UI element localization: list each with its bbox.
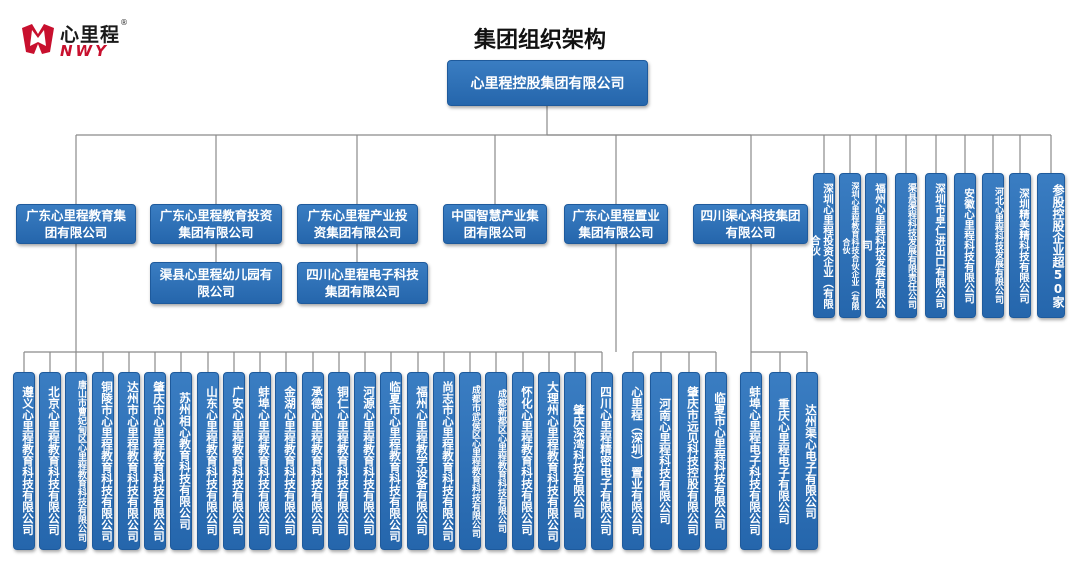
edu-sub-node[interactable]: 尚志市心里程教育科技有限公司	[433, 372, 455, 550]
edu-sub-node[interactable]: 山东心里程教育科技有限公司	[197, 372, 219, 550]
root-company-node[interactable]: 心里程控股集团有限公司	[447, 60, 648, 106]
edu-sub-node[interactable]: 临夏市心里程教育科技有限公司	[380, 372, 402, 550]
sichuan-sub-node[interactable]: 蚌埠心里程电子科技有限公司	[740, 372, 762, 550]
sichuan-sub-node[interactable]: 重庆心里程电子有限公司	[769, 372, 791, 550]
level1-node-edu-invest[interactable]: 广东心里程教育投资集团有限公司	[150, 204, 282, 244]
right-node[interactable]: 河北心里程科技发展有限公司	[982, 173, 1004, 318]
edu-sub-node[interactable]: 福州心里程教学设备有限公司	[407, 372, 429, 550]
edu-sub-node[interactable]: 铜陵市心里程教育科技有限公司	[92, 372, 114, 550]
edu-sub-node[interactable]: 达州市心里程教育科技有限公司	[118, 372, 140, 550]
edu-sub-node[interactable]: 怀化心里程教育科技有限公司	[512, 372, 534, 550]
right-node[interactable]: 深圳精美精科技有限公司	[1009, 173, 1031, 318]
edu-sub-node[interactable]: 蚌埠心里程教育科技有限公司	[249, 372, 271, 550]
level1-node-sichuan[interactable]: 四川渠心科技集团有限公司	[693, 204, 808, 244]
level1-node-realestate[interactable]: 广东心里程置业集团有限公司	[564, 204, 668, 244]
realestate-sub-node[interactable]: 肇庆市远见科技控股有限公司	[678, 372, 700, 550]
right-node[interactable]: 深圳心里程教育科技合伙企业（有限合伙	[839, 173, 861, 318]
realestate-sub-node[interactable]: 临夏市心里程科技有限公司	[705, 372, 727, 550]
level1-node-edu-group[interactable]: 广东心里程教育集团有限公司	[16, 204, 136, 244]
edu-sub-node[interactable]: 遵义心里程教育科技有限公司	[13, 372, 35, 550]
edu-sub-node[interactable]: 北京心里程教育科技有限公司	[39, 372, 61, 550]
edu-sub-node[interactable]: 金湖心里程教育科技有限公司	[275, 372, 297, 550]
edu-sub-node[interactable]: 肇庆深湾科技有限公司	[564, 372, 586, 550]
edu-sub-node[interactable]: 铜仁心里程教育科技有限公司	[328, 372, 350, 550]
sichuan-sub-node[interactable]: 达州渠心电子有限公司	[796, 372, 818, 550]
edu-sub-node[interactable]: 成都市武侯区心里程教育科技有限公司	[459, 372, 481, 550]
sub-node-kindergarten[interactable]: 渠县心里程幼儿园有限公司	[150, 262, 282, 304]
logo-cn-text: 心里程	[60, 24, 121, 46]
edu-sub-node[interactable]: 承德心里程教育科技有限公司	[302, 372, 324, 550]
page-title: 集团组织架构	[473, 28, 606, 53]
edu-sub-node[interactable]: 苏州相心教育科技有限公司	[170, 372, 192, 550]
edu-sub-node[interactable]: 广安心里程教育科技有限公司	[223, 372, 245, 550]
level1-node-smart-industry[interactable]: 中国智慧产业集团有限公司	[443, 204, 547, 244]
level1-node-industry-invest[interactable]: 广东心里程产业投资集团有限公司	[297, 204, 418, 244]
realestate-sub-node[interactable]: 心里程（深圳）置业有限公司	[622, 372, 644, 550]
logo-en-text: NWY	[60, 42, 109, 60]
company-logo: 心里程 ® NWY	[20, 18, 130, 62]
logo-mark-icon	[22, 24, 54, 54]
edu-sub-node[interactable]: 肇庆市心里程教育科技有限公司	[144, 372, 166, 550]
realestate-sub-node[interactable]: 河南心里程科技有限公司	[650, 372, 672, 550]
right-node-summary[interactable]: 参股控股企业超50家	[1037, 173, 1065, 318]
right-node[interactable]: 深圳心里程投资企业（有限合伙	[809, 173, 835, 318]
edu-sub-node[interactable]: 成都新都区心里程教育科技有限公司	[485, 372, 507, 550]
edu-sub-node[interactable]: 四川心里程精密电子有限公司	[591, 372, 613, 550]
right-node[interactable]: 深圳市卓仁进出口有限公司	[925, 173, 947, 318]
right-node[interactable]: 渠县渠程科技发展有限责任公司	[895, 173, 917, 318]
edu-sub-node[interactable]: 河源心里程教育科技有限公司	[354, 372, 376, 550]
edu-sub-node[interactable]: 唐山市曹妃甸区心里程教育科技有限公司	[65, 372, 87, 550]
logo-registered-mark: ®	[120, 18, 128, 27]
edu-sub-node[interactable]: 大理州心里程教育科技有限公司	[538, 372, 560, 550]
right-node[interactable]: 安徽心里程科技有限公司	[954, 173, 976, 318]
right-node[interactable]: 福州心里程科技发展有限公司	[861, 173, 887, 318]
sub-node-sichuan-electronics[interactable]: 四川心里程电子科技集团有限公司	[297, 262, 428, 304]
